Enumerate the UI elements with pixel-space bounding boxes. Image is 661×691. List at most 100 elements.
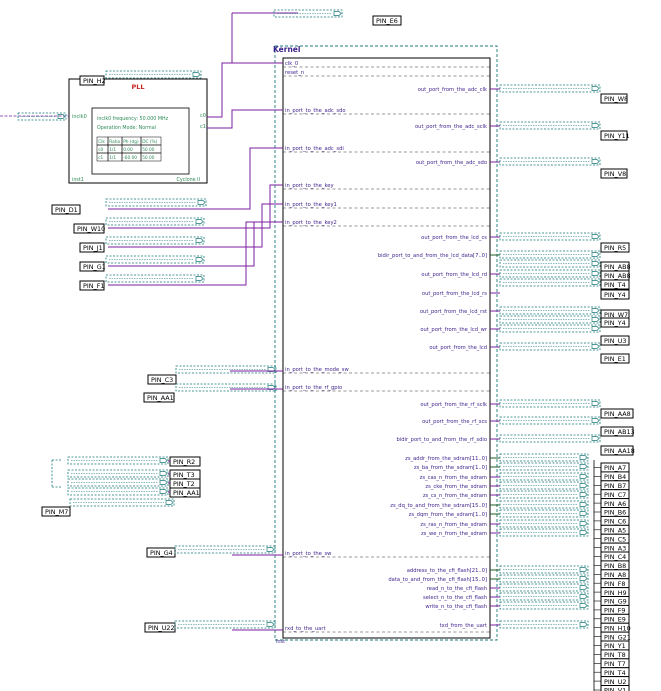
pin-col-19-label: PIN_G21: [604, 633, 631, 641]
io-mem-4-arrow: [579, 492, 588, 497]
io-rf-1-arrow: [591, 418, 600, 423]
pll-table-text: -60.00: [123, 155, 137, 161]
pin-col-7-label: PIN_A5: [604, 527, 626, 535]
pin-col-17-label: PIN_E9: [604, 616, 626, 624]
io-rf-2: [499, 434, 601, 443]
pll-table-text: 1/1: [109, 155, 116, 161]
pin-col-4-label: PIN_A6: [604, 500, 626, 508]
io-lcd-7: [499, 324, 601, 333]
io-mem-5-arrow: [579, 502, 588, 507]
pin-col-16-label: PIN_F9: [604, 607, 625, 615]
io-sw-2-arrow: [159, 480, 168, 485]
pin-col-20-label: PIN_Y1: [604, 642, 626, 650]
io-sw-0: [67, 456, 169, 465]
pin-adc-0: [600, 93, 628, 104]
kernel-output-25: select_n_to_the_cfi_flash: [423, 595, 487, 601]
pin-top: [372, 15, 402, 26]
pin-adc-2-label: PIN_V8: [604, 170, 626, 178]
io-sw-in: [174, 545, 276, 554]
pll-table-text: Clk: [98, 139, 105, 145]
pin-top-label: PIN_E6: [376, 17, 398, 25]
io-mem-6: [499, 509, 589, 518]
pll-table-text: 50.00: [142, 155, 155, 161]
io-lcd-8: [499, 342, 601, 351]
kernel-input-3: in_port_to_the_adc_sdi: [285, 146, 344, 152]
io-mem-10: [499, 574, 589, 583]
pll-table-text: 1/1: [109, 147, 116, 153]
kernel-output-8: out_port_from_the_lcd_wr: [420, 327, 488, 333]
io-mem-1: [499, 462, 589, 471]
io-lcd-4: [499, 278, 601, 287]
pll-table-text: Ratio: [109, 139, 120, 145]
pin-mode-0-label: PIN_C3: [151, 376, 173, 384]
io-adc-2-arrow: [591, 159, 600, 164]
io-mem-13-arrow: [579, 603, 588, 608]
pin-adc-1-label: PIN_Y11: [604, 132, 630, 140]
io-rf-0: [499, 399, 601, 408]
kernel-output-18: zs_dq_to_and_from_the_sdram[15..0]: [390, 503, 487, 509]
pin-col-6-label: PIN_C6: [604, 518, 626, 526]
pin-rf-1: [600, 426, 634, 437]
kernel-output-12: bidir_port_to_and_from_the_rf_sdio: [396, 437, 487, 443]
kernel-output-26: write_n_to_the_cfi_flash: [425, 604, 487, 610]
wire-key-2: [108, 203, 283, 248]
pin-lcd-2-label: PIN_AB8: [604, 272, 631, 280]
wire-pll-c1: [207, 109, 283, 129]
pin-sw-out: [41, 506, 71, 517]
io-key-0-arrow: [197, 200, 206, 205]
kernel-input-10: rxd_to_the_uart: [285, 626, 326, 632]
io-lcd-6-arrow: [591, 317, 600, 322]
kernel-output-21: zs_we_n_from_the_sdram: [421, 531, 487, 537]
io-mem-0-arrow: [579, 455, 588, 460]
io-lcd-0-arrow: [591, 234, 600, 239]
kernel-output-17: zs_cs_n_from_the_sdram: [423, 493, 487, 499]
pll-footer: inst1: [72, 177, 84, 183]
pin-lcd-3-label: PIN_T4: [604, 281, 626, 289]
io-mem-9-arrow: [579, 567, 588, 572]
kernel-footer: inst: [276, 639, 285, 645]
io-mem-8: [499, 528, 589, 537]
pin-lcd-7-label: PIN_U3: [604, 337, 626, 345]
io-key-0: [105, 198, 207, 207]
kernel-output-9: out_port_from_the_lcd: [429, 345, 487, 351]
pin-col-1-label: PIN_B4: [604, 473, 626, 481]
io-sw-1-arrow: [159, 471, 168, 476]
pin-lcd-5-label: PIN_W7: [604, 311, 628, 319]
io-adc-0-arrow: [591, 86, 600, 91]
pin-adc-1: [600, 130, 628, 141]
io-top: [273, 9, 343, 18]
pin-col-23-label: PIN_T4: [604, 669, 626, 677]
pin-lcd-8: [600, 353, 630, 364]
pll-output-c1: c1: [200, 124, 206, 130]
kernel-input-0: clk_0: [285, 61, 298, 67]
io-mem-12: [499, 592, 589, 601]
pll-table-text: c1: [98, 155, 103, 161]
io-lcd-4-arrow: [591, 280, 600, 285]
io-lcd-8-arrow: [591, 344, 600, 349]
kernel-title: Kernel: [273, 45, 300, 54]
io-mem-8-arrow: [579, 530, 588, 535]
pin-col-3-label: PIN_C7: [604, 491, 626, 499]
pin-col-12-label: PIN_A8: [604, 571, 626, 579]
pin-col-22-label: PIN_T7: [604, 660, 626, 668]
pin-sw-1-label: PIN_T3: [173, 471, 195, 479]
io-lcd-2-arrow: [591, 261, 600, 266]
io-uart: [174, 620, 276, 629]
io-lcd-5-arrow: [591, 308, 600, 313]
io-mem-1-arrow: [579, 464, 588, 469]
io-lcd-5: [499, 306, 601, 315]
io-lcd-0: [499, 232, 601, 241]
pin-col-25-label: PIN_V1: [604, 687, 626, 691]
wire-key-0: [108, 147, 283, 210]
io-key-1: [105, 217, 205, 226]
pll-table-text: c0: [98, 147, 103, 153]
io-mem-14: [499, 620, 589, 629]
pin-pll-in-label: PIN_H2: [83, 77, 106, 85]
pin-key-1-label: PIN_W10: [77, 225, 105, 233]
io-sw-in-arrow: [266, 547, 275, 552]
pin-sw-out-label: PIN_M7: [45, 508, 68, 516]
io-adc-1: [499, 121, 601, 130]
kernel-output-5: out_port_from_the_lcd_rd: [421, 272, 487, 278]
